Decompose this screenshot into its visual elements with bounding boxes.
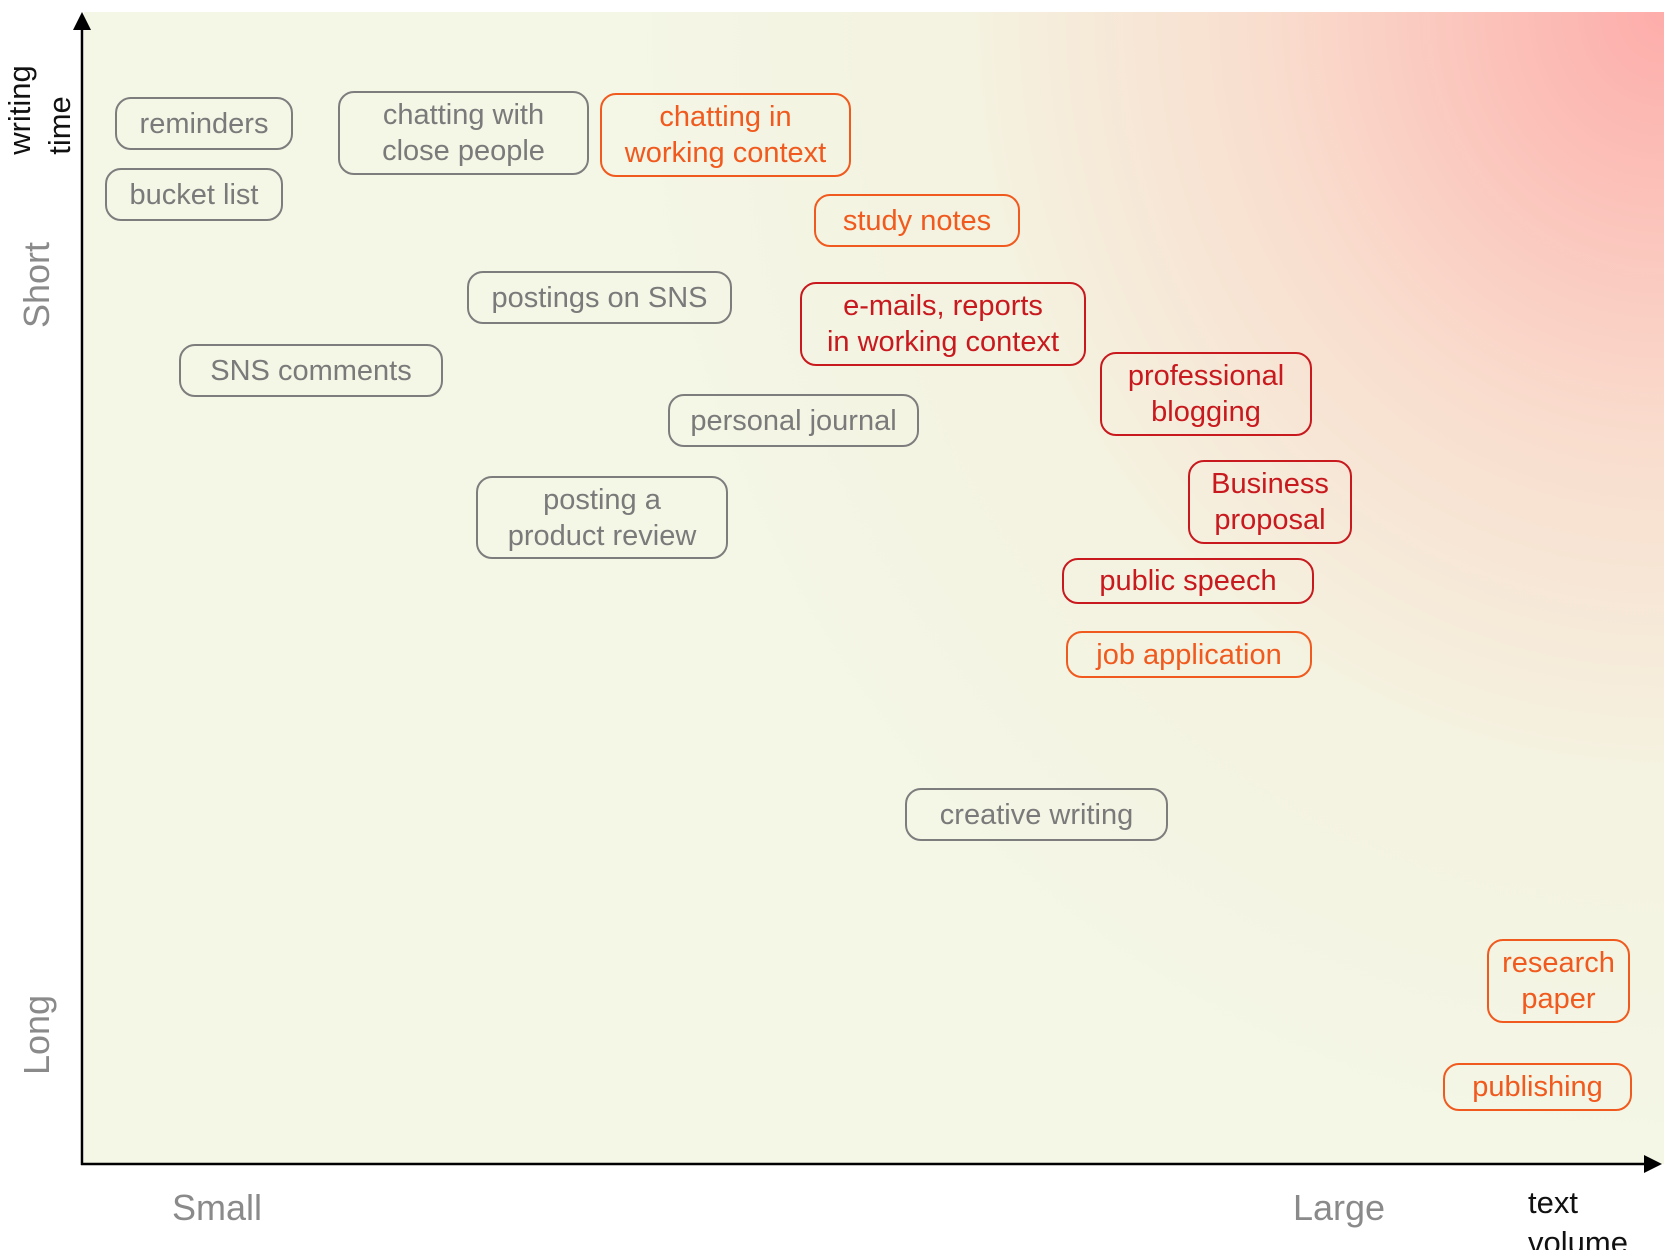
writing-type-label: publishing — [1472, 1071, 1603, 1103]
writing-type-chatting-close: chatting with close people — [338, 91, 589, 175]
writing-type-label: proposal — [1214, 504, 1326, 536]
writing-type-reminders: reminders — [115, 97, 293, 150]
writing-type-job-application: job application — [1066, 631, 1312, 678]
writing-type-label: close people — [382, 135, 545, 167]
x-scale-small: Small — [171, 1187, 263, 1228]
writing-type-label: job application — [1096, 638, 1282, 671]
writing-type-sns-comments: SNS comments — [179, 344, 443, 397]
y-scale-long: Long — [16, 994, 57, 1076]
writing-type-emails-reports: e-mails, reports in working context — [800, 282, 1086, 366]
writing-type-label: postings on SNS — [491, 281, 708, 314]
writing-type-label: paper — [1521, 983, 1596, 1015]
writing-type-label: Business — [1211, 468, 1329, 500]
y-axis-title-line-1: writing — [2, 65, 37, 155]
writing-type-personal-journal: personal journal — [668, 394, 919, 447]
writing-type-label: personal journal — [690, 404, 897, 437]
writing-type-label: public speech — [1099, 565, 1277, 597]
writing-type-label: research — [1502, 947, 1615, 979]
y-axis-title: writing time — [0, 65, 80, 155]
writing-type-business-proposal: Business proposal — [1188, 460, 1352, 544]
x-axis-arrow-icon — [1644, 1155, 1662, 1173]
writing-type-label: product review — [507, 519, 697, 552]
writing-type-postings-sns: postings on SNS — [467, 271, 732, 324]
writing-type-publishing: publishing — [1443, 1063, 1632, 1111]
writing-type-label: blogging — [1151, 396, 1261, 428]
writing-type-label: chatting with — [382, 99, 545, 131]
y-axis-title-line-2: time — [42, 96, 77, 155]
writing-type-chatting-work: chatting in working context — [600, 93, 851, 177]
writing-type-research-paper: research paper — [1487, 939, 1630, 1023]
y-axis-arrow-icon — [73, 12, 91, 30]
x-axis-title-line-2: volume — [1528, 1225, 1628, 1250]
writing-type-label: reminders — [139, 107, 269, 140]
writing-type-label: working context — [624, 137, 827, 169]
writing-type-label: e-mails, reports — [843, 290, 1043, 322]
writing-type-creative-writing: creative writing — [905, 788, 1168, 841]
writing-type-label: study notes — [842, 204, 992, 237]
writing-type-study-notes: study notes — [814, 194, 1020, 247]
writing-type-label: bucket list — [129, 178, 259, 211]
writing-type-label: professional — [1127, 360, 1285, 392]
writing-type-public-speech: public speech — [1062, 558, 1314, 604]
x-axis-title-line-1: text — [1528, 1185, 1578, 1220]
writing-type-bucket-list: bucket list — [105, 168, 283, 221]
x-scale-large: Large — [1292, 1187, 1386, 1228]
writing-type-label: SNS comments — [210, 354, 412, 387]
writing-type-label: in working context — [826, 326, 1060, 358]
writing-type-professional-blogging: professional blogging — [1100, 352, 1312, 436]
plot-area-gradient — [84, 12, 1664, 1164]
writing-type-label: creative writing — [939, 798, 1134, 831]
writing-type-label: posting a — [543, 483, 661, 516]
writing-type-label: chatting in — [659, 101, 792, 133]
x-axis-title: text volume — [1528, 1183, 1628, 1250]
y-scale-short: Short — [16, 241, 57, 329]
